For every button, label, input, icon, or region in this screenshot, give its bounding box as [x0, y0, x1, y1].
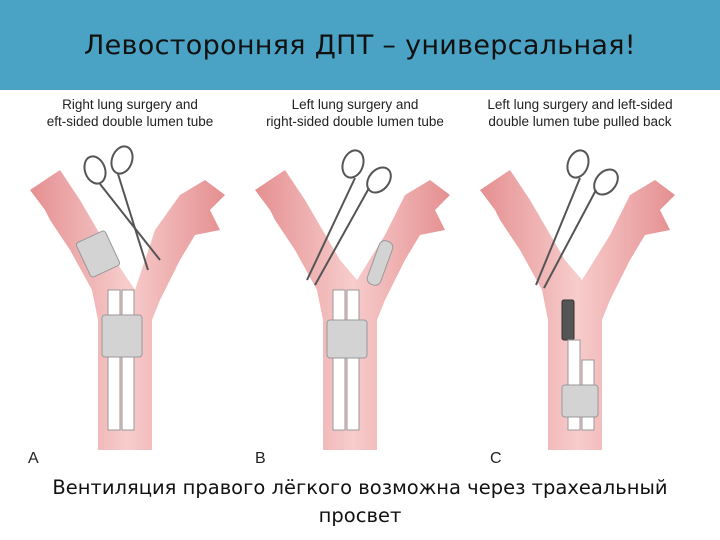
panel-c-caption-line2: double lumen tube pulled back — [488, 114, 672, 129]
tube-right — [346, 289, 360, 431]
panel-b-letter: B — [255, 450, 266, 467]
tracheal-cuff — [561, 384, 599, 418]
footer-text: Вентиляция правого лёгкого возможна чере… — [0, 474, 720, 530]
panel-c-caption-line1: Left lung surgery and left-sided — [487, 97, 673, 112]
panel-b-caption-line2: right-sided double lumen tube — [266, 114, 444, 129]
footer-line1: Вентиляция правого лёгкого возможна чере… — [52, 476, 668, 499]
clamp-icon — [83, 145, 161, 271]
tracheal-cuff — [101, 314, 143, 358]
bronchial-tip — [561, 299, 575, 341]
bronchial-cuff — [366, 240, 394, 286]
panel-c-caption: Left lung surgery and left-sided double … — [465, 96, 695, 130]
panel-a-caption-line1: Right lung surgery and — [62, 97, 198, 112]
panel-c-diagram — [480, 149, 675, 450]
tube-left — [332, 289, 346, 431]
slide-title: Левосторонняя ДПТ – универсальная! — [84, 29, 636, 61]
tube-left — [107, 289, 121, 431]
bronchial-cuff — [75, 230, 121, 278]
panel-a-diagram — [30, 145, 225, 450]
panel-b-diagram — [255, 149, 450, 450]
title-bar: Левосторонняя ДПТ – универсальная! — [0, 0, 720, 90]
footer-line2: просвет — [318, 504, 402, 527]
panel-b-caption: Left lung surgery and right-sided double… — [240, 96, 470, 130]
panel-a-letter: A — [28, 450, 39, 467]
clamp-icon — [306, 149, 392, 286]
tube-right — [121, 289, 135, 431]
panel-c-letter: C — [490, 450, 502, 467]
clamp-icon — [535, 149, 619, 289]
panel-a-caption-line2: eft-sided double lumen tube — [46, 114, 214, 129]
airway-tree — [480, 170, 675, 450]
tracheal-cuff — [326, 319, 368, 359]
panel-b-caption-line1: Left lung surgery and — [291, 97, 419, 112]
panel-a-caption: Right lung surgery and eft-sided double … — [15, 96, 245, 130]
